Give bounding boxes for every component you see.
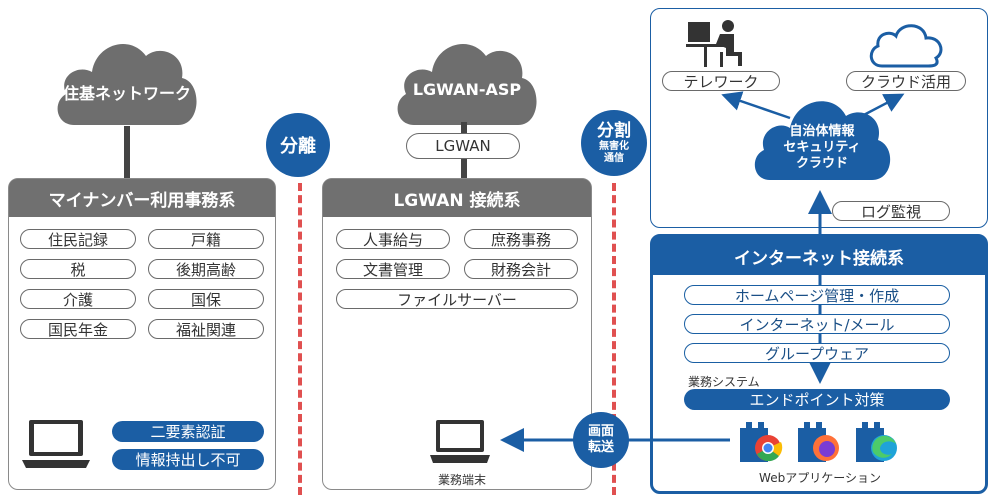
internet-item-1: ホームページ管理・作成 xyxy=(684,285,950,305)
split-title: 分割 xyxy=(597,121,631,141)
log-monitor-pill: ログ監視 xyxy=(832,201,950,221)
mynumber-panel-title: マイナンバー利用事務系 xyxy=(9,179,275,217)
edge-app-icon xyxy=(856,422,897,462)
laptop-icon xyxy=(22,420,90,468)
lgwan-item-3: 文書管理 xyxy=(336,259,450,279)
internet-panel-title: インターネット接続系 xyxy=(653,237,985,275)
separation-badge: 分離 xyxy=(266,113,330,177)
security-cloud-line-2: セキュリティ xyxy=(783,140,861,155)
security-cloud-line-3: クラウド xyxy=(795,156,848,171)
lgwan-item-2: 庶務事務 xyxy=(464,229,578,249)
security-cloud-line-1: 自治体情報 xyxy=(789,124,855,139)
split-sub2: 通信 xyxy=(604,153,624,164)
lgwan-asp-cloud-label: LGWAN-ASP xyxy=(412,80,522,99)
mynumber-item-6: 国保 xyxy=(148,289,264,309)
lgwan-panel-title: LGWAN 接続系 xyxy=(323,179,591,217)
mynumber-item-5: 介護 xyxy=(20,289,136,309)
mynumber-item-2: 戸籍 xyxy=(148,229,264,249)
lgwan-pill: LGWAN xyxy=(406,133,520,159)
juki-cloud-label: 住基ネットワーク xyxy=(62,84,191,103)
firefox-app-icon xyxy=(798,422,839,462)
mynumber-item-1: 住民記録 xyxy=(20,229,136,249)
two-factor-badge: 二要素認証 xyxy=(112,421,264,442)
cloud-outline-icon xyxy=(869,24,943,68)
no-export-badge: 情報持出し不可 xyxy=(112,449,264,470)
mynumber-item-4: 後期高齢 xyxy=(148,259,264,279)
internet-panel: インターネット接続系 xyxy=(650,234,988,494)
lgwan-item-5: ファイルサーバー xyxy=(336,289,578,309)
telework-pill: テレワーク xyxy=(662,71,780,91)
juki-connector xyxy=(124,126,130,180)
telework-person-icon xyxy=(686,20,742,67)
chrome-app-icon xyxy=(740,422,783,462)
screen-transfer-line-1: 画面 xyxy=(587,424,614,439)
internet-item-2: インターネット/メール xyxy=(684,314,950,334)
mynumber-item-3: 税 xyxy=(20,259,136,279)
internet-item-3: グループウェア xyxy=(684,343,950,363)
business-system-label: 業務システム xyxy=(688,375,760,389)
security-cloud-icon xyxy=(754,101,891,180)
mynumber-item-7: 国民年金 xyxy=(20,319,136,339)
screen-transfer-line-2: 転送 xyxy=(587,440,614,455)
separation-title: 分離 xyxy=(280,136,316,157)
screen-transfer-badge: 画面 転送 xyxy=(573,412,629,468)
separator-line-right xyxy=(612,183,616,495)
mynumber-item-8: 福祉関連 xyxy=(148,319,264,339)
endpoint-pill: エンドポイント対策 xyxy=(684,389,950,410)
lgwan-asp-cloud-icon xyxy=(397,44,537,125)
juki-cloud-icon xyxy=(57,44,197,125)
split-sub1: 無害化 xyxy=(599,141,629,152)
terminal-label: 業務端末 xyxy=(437,473,486,487)
split-badge: 分割 無害化 通信 xyxy=(581,110,647,176)
lgwan-item-4: 財務会計 xyxy=(464,259,578,279)
terminal-laptop-icon xyxy=(430,420,490,463)
webapp-label: Webアプリケーション xyxy=(759,471,881,485)
lgwan-item-1: 人事給与 xyxy=(336,229,450,249)
separator-line-left xyxy=(298,183,302,495)
cloud-use-pill: クラウド活用 xyxy=(846,71,966,91)
